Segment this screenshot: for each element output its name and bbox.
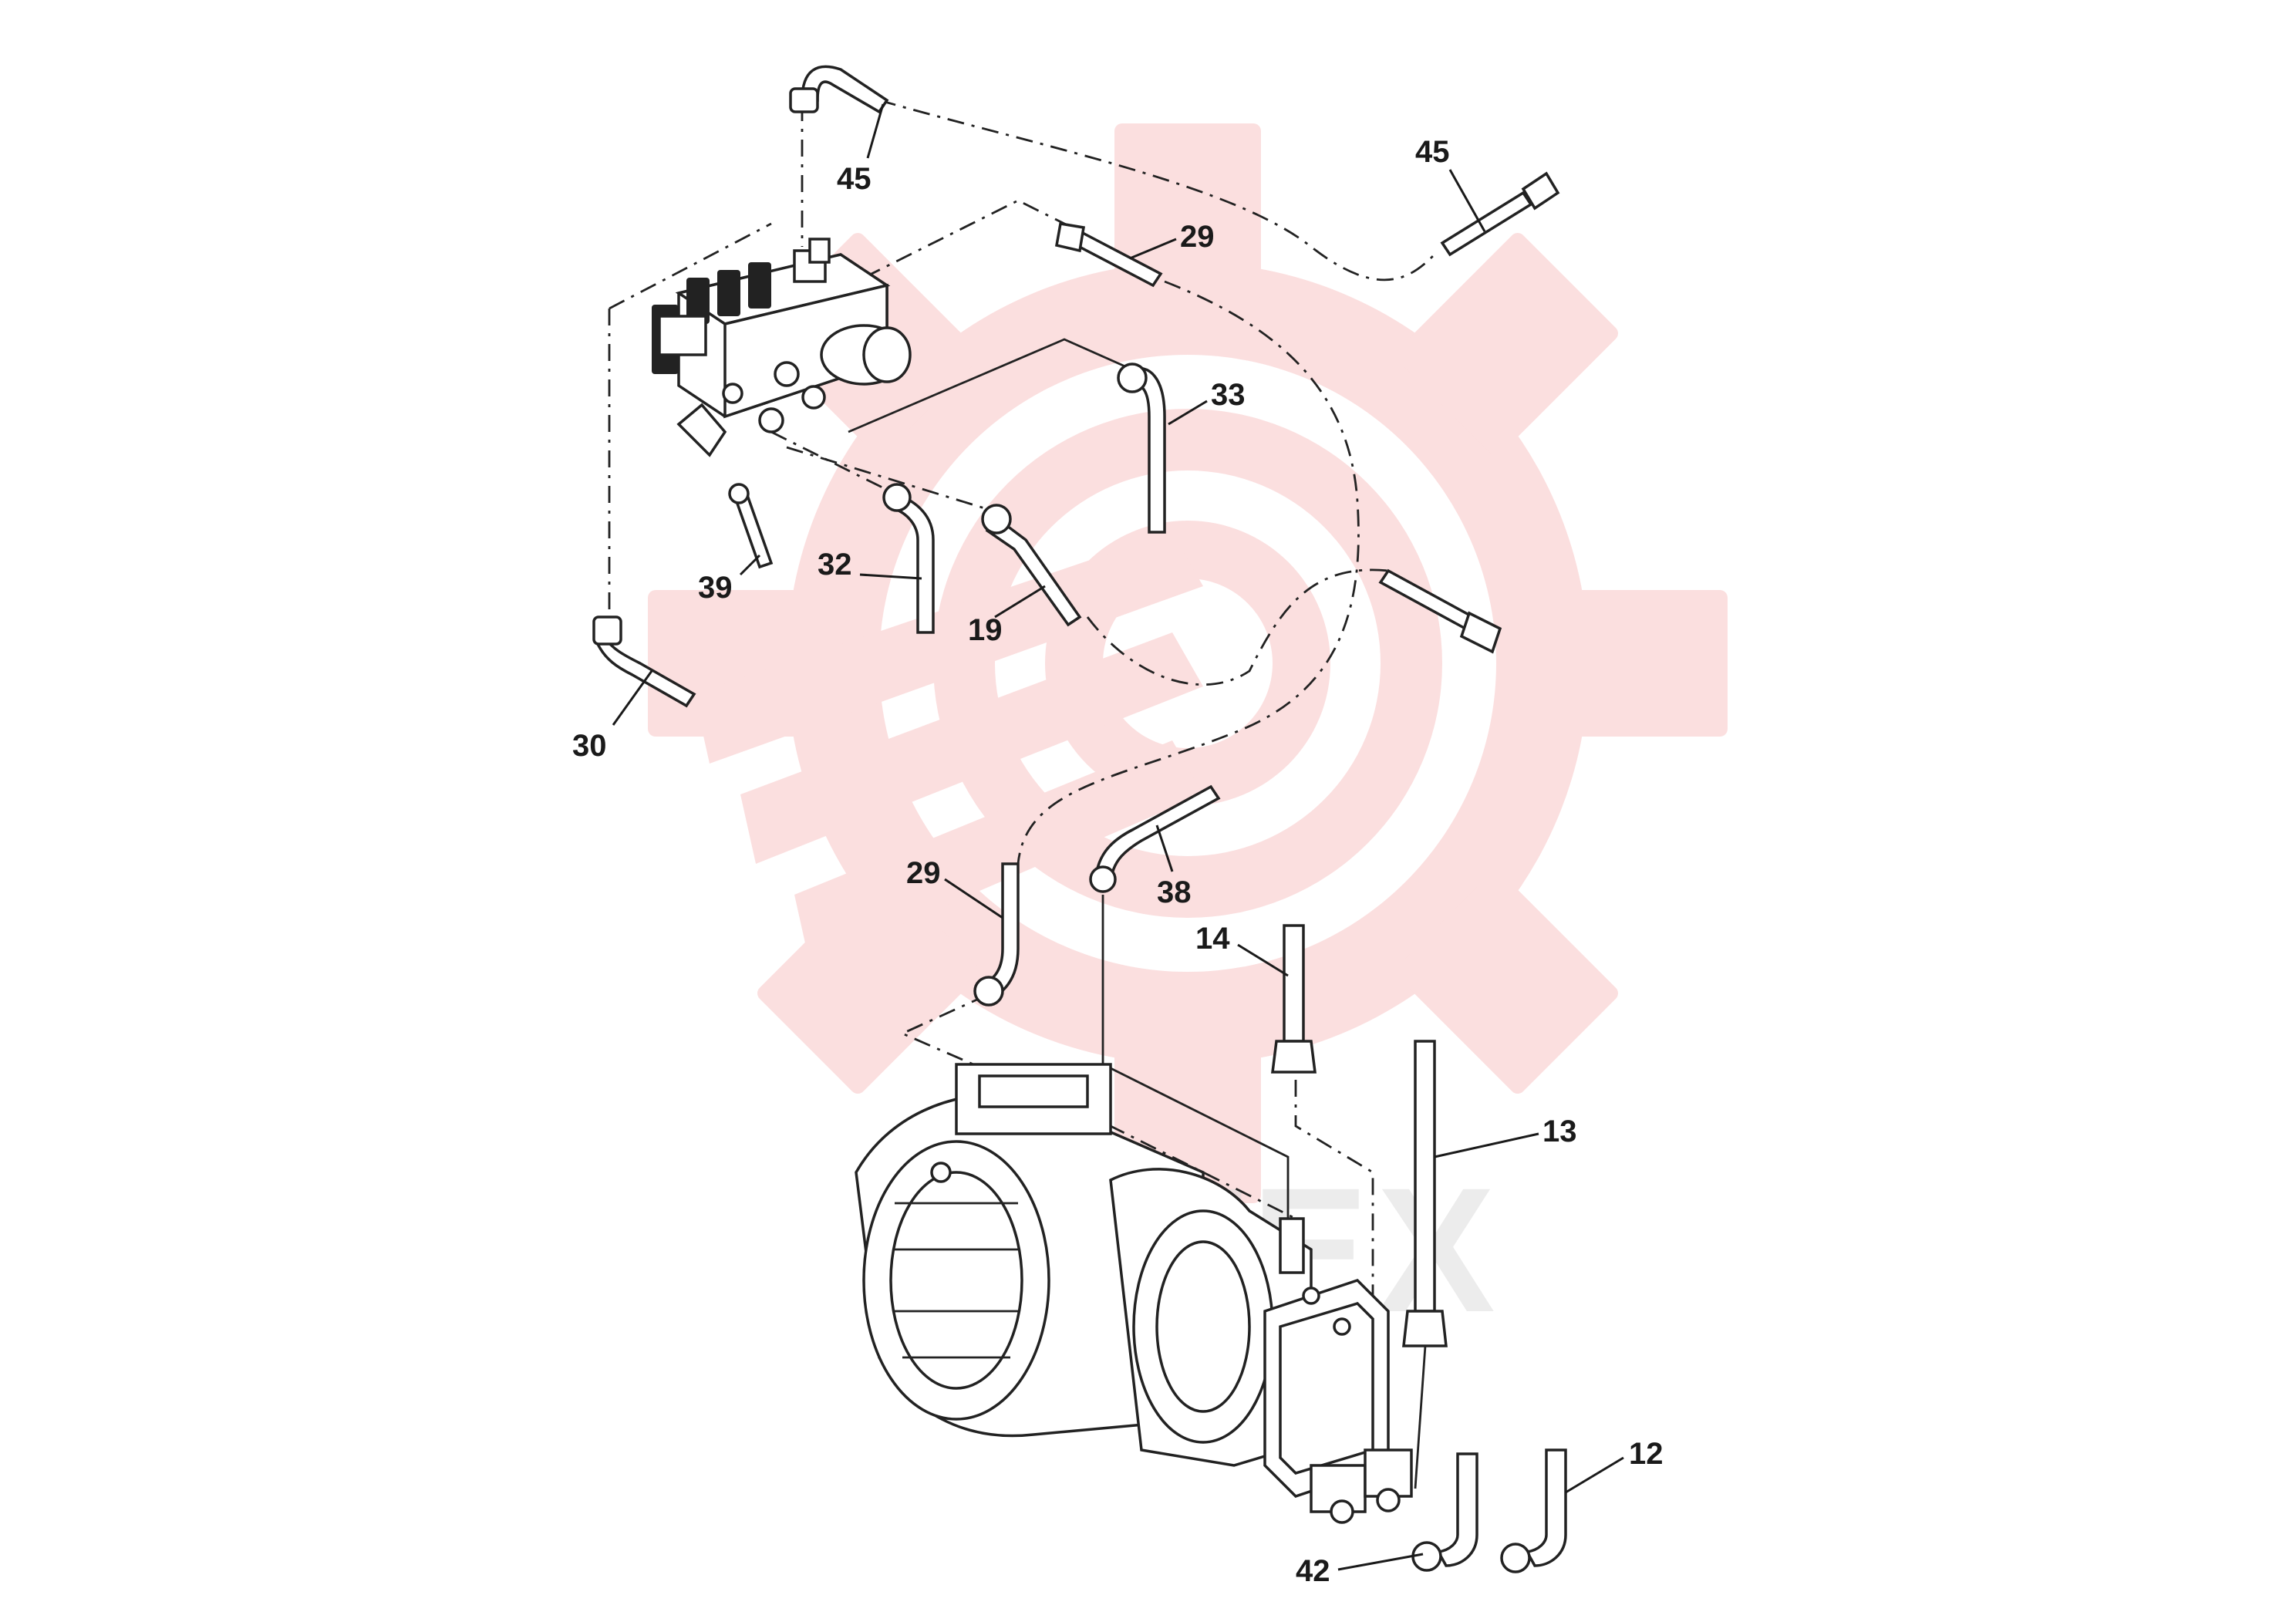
hose-45-right <box>1440 171 1560 257</box>
hose-42 <box>1411 1452 1478 1572</box>
callout-45-right: 45 <box>1415 135 1450 169</box>
callout-13: 13 <box>1542 1114 1577 1148</box>
callout-12: 12 <box>1629 1437 1664 1471</box>
callout-33: 33 <box>1211 378 1246 412</box>
hose-33 <box>1117 363 1166 534</box>
hose-14 <box>1271 924 1317 1074</box>
callout-42: 42 <box>1296 1554 1330 1588</box>
callout-14: 14 <box>1195 922 1230 956</box>
callout-45-top: 45 <box>837 162 872 196</box>
hose-45-top <box>789 65 889 114</box>
transmission-assembly <box>855 1063 1413 1524</box>
hose-29-lower <box>973 862 1020 1007</box>
hose-13 <box>1402 1040 1448 1489</box>
hose-39 <box>728 483 774 569</box>
leader-lines <box>612 103 1624 1571</box>
hose-29-top <box>1054 221 1163 288</box>
hose-right-mid <box>1378 568 1502 654</box>
callout-29-lower: 29 <box>906 856 941 890</box>
callout-38: 38 <box>1157 875 1192 909</box>
hose-12 <box>1500 1448 1567 1573</box>
hose-30 <box>592 615 696 708</box>
hose-38 <box>1089 784 1221 893</box>
hose-19 <box>981 504 1082 627</box>
callout-labels: 45 45 29 33 39 32 19 30 29 38 14 13 12 4… <box>572 135 1664 1588</box>
valve-block <box>652 238 912 457</box>
callout-29-top: 29 <box>1180 220 1215 254</box>
connection-lines <box>608 99 1435 1450</box>
callout-32: 32 <box>818 548 852 582</box>
hose-32 <box>882 483 935 634</box>
callout-30: 30 <box>572 729 607 763</box>
callout-39: 39 <box>698 571 733 605</box>
callout-19: 19 <box>968 613 1003 647</box>
